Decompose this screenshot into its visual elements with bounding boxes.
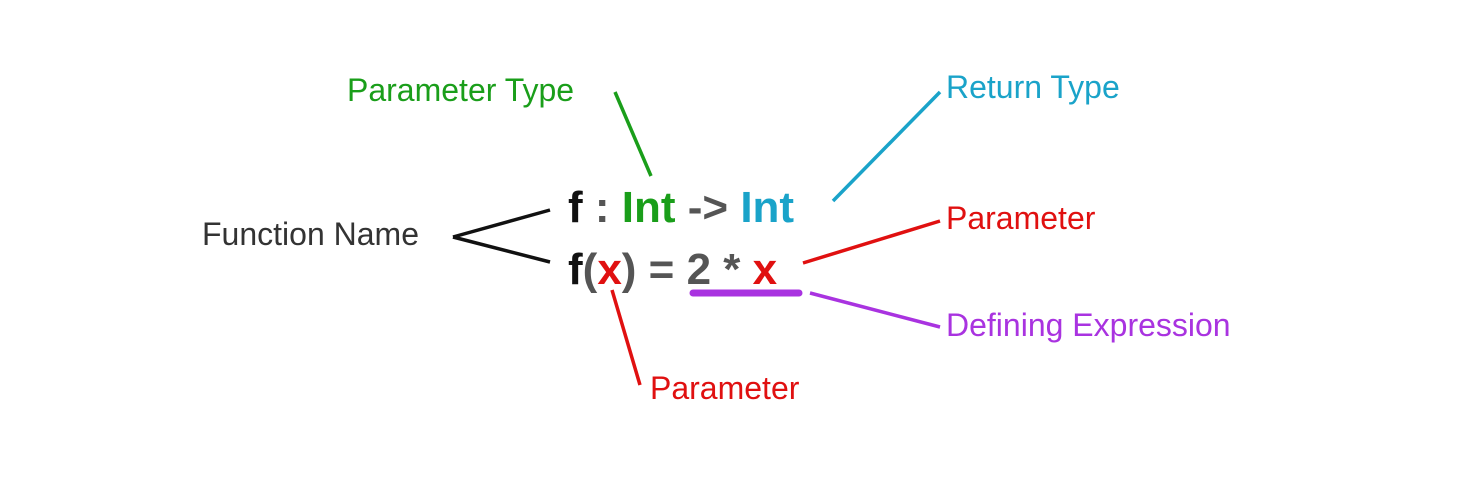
function-name-connector-top — [452, 208, 551, 239]
defining-expression-label: Defining Expression — [946, 307, 1231, 343]
function-name-label: Function Name — [202, 216, 419, 252]
param-type-connector — [613, 91, 653, 177]
definition-open-paren: ( — [582, 245, 598, 294]
definition-function-name: f — [568, 245, 583, 294]
parameter-bottom-connector — [610, 289, 642, 386]
parameter-right-label: Parameter — [946, 200, 1096, 236]
type-signature: f : Int -> Int — [568, 186, 794, 230]
signature-return-type: Int — [740, 183, 795, 232]
return-type-connector — [831, 90, 942, 203]
signature-colon: : — [582, 183, 622, 232]
definition-equals: = — [636, 245, 687, 294]
function-definition: f(x) = 2 * x — [568, 248, 777, 292]
definition-close-paren: ) — [621, 245, 637, 294]
defining-expression-connector — [809, 291, 941, 329]
expression-variable: x — [752, 245, 778, 294]
parameter-bottom-label: Parameter — [650, 370, 800, 406]
signature-arrow: -> — [675, 183, 741, 232]
signature-function-name: f — [568, 183, 583, 232]
definition-parameter: x — [597, 245, 622, 294]
parameter-right-connector — [802, 219, 941, 265]
return-type-label: Return Type — [946, 69, 1120, 105]
expression-constant: 2 * — [686, 245, 753, 294]
function-name-connector-bottom — [452, 235, 551, 264]
signature-param-type: Int — [621, 183, 676, 232]
parameter-type-label: Parameter Type — [347, 72, 575, 108]
